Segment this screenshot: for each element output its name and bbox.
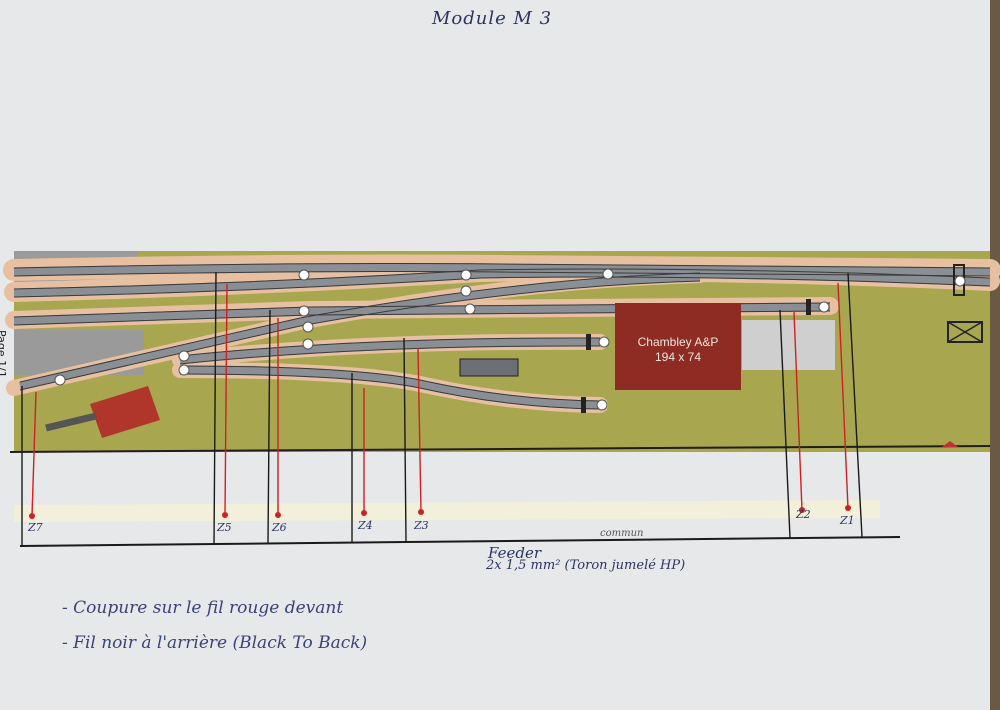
building-name: Chambley A&P <box>638 335 719 349</box>
page-title: Module M 3 <box>432 8 553 29</box>
zone-label-z3: Z3 <box>413 519 429 532</box>
rail-joiners <box>54 268 966 411</box>
shed <box>45 386 160 438</box>
zone-label-z1: Z1 <box>839 514 855 527</box>
feeder-title: Feeder <box>488 544 541 562</box>
note-line-1: - Coupure sur le fil rouge devant <box>62 598 344 618</box>
station-sign <box>459 358 519 377</box>
zone-label-z2: Z2 <box>795 508 811 521</box>
baseboard-edge <box>9 445 991 453</box>
grey-area-right <box>742 320 835 370</box>
crate <box>947 321 983 343</box>
feeder-dots <box>29 505 851 519</box>
edge-marker <box>942 441 958 447</box>
zone-label-z7: Z7 <box>27 521 43 534</box>
black-drop-wires <box>21 271 863 546</box>
zone-label-z5: Z5 <box>216 521 232 534</box>
zone-label-z4: Z4 <box>357 519 373 532</box>
page-label: Page 1/1 <box>0 330 8 378</box>
note-line-2: - Fil noir à l'arrière (Black To Back) <box>62 633 368 653</box>
label-band <box>14 500 880 522</box>
common-bus-label: commun <box>600 528 643 539</box>
zone-label-z6: Z6 <box>271 521 287 534</box>
chambley-building <box>615 303 741 390</box>
red-feeder-wires <box>31 282 849 517</box>
common-bus-wire <box>19 536 901 547</box>
building-size: 194 x 74 <box>655 350 701 364</box>
rails <box>13 263 991 410</box>
feeder-spec: 2x 1,5 mm² (Toron jumelé HP) <box>486 558 686 573</box>
